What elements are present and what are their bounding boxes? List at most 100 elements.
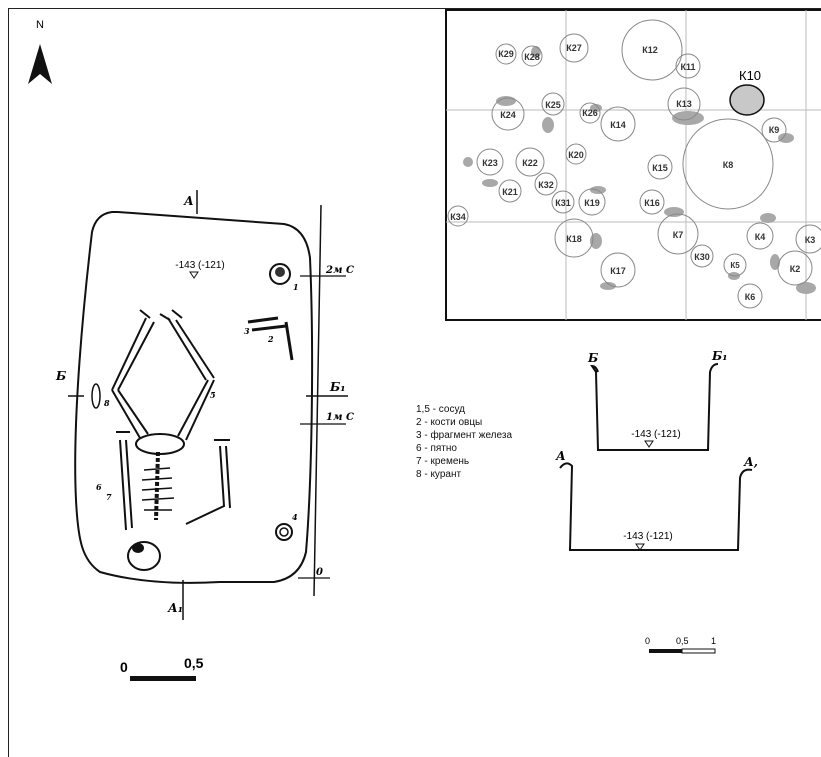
kurgan-label: К6 xyxy=(745,292,756,302)
section-scale-1: 1 xyxy=(711,636,716,646)
skeleton-right-femur xyxy=(177,379,215,441)
skeleton-skull xyxy=(127,541,161,571)
find-sheep-bones xyxy=(247,316,294,361)
find-label-8: 8 xyxy=(104,398,110,408)
find-label-6: 6 xyxy=(96,482,102,492)
section-drawings xyxy=(559,363,753,551)
kurgan-label: К11 xyxy=(680,62,695,72)
legend-item: 3 - фрагмент железа xyxy=(416,430,513,441)
skeleton-pelvis xyxy=(135,433,185,455)
find-label-3: 3 xyxy=(244,326,250,336)
skeleton-left-femur xyxy=(111,389,149,439)
kurgan-label: К14 xyxy=(610,120,626,130)
section-a-profile xyxy=(559,462,753,551)
site-map-inset: К10 К29 К28 К27 К12 К11 К25 К13 К24 К26 … xyxy=(445,9,821,321)
find-label-5: 5 xyxy=(210,390,216,400)
find-label-7: 7 xyxy=(106,492,112,502)
kurgan-label: К17 xyxy=(610,266,626,276)
section-b-depth: -143 (-121) xyxy=(631,429,680,440)
kurgan-label: К4 xyxy=(755,232,766,242)
find-label-1: 1 xyxy=(293,282,299,292)
find-vessel-1 xyxy=(269,263,291,285)
kurgan-label: К3 xyxy=(805,235,816,245)
find-label-2: 2 xyxy=(267,334,274,344)
skeleton-spine xyxy=(154,451,160,521)
kurgan-label: К32 xyxy=(538,180,554,190)
section-b-right-label: Б₁ xyxy=(711,349,728,363)
skeleton-right-tibia xyxy=(167,317,215,381)
plan-scale-bar xyxy=(130,676,196,681)
measuring-line xyxy=(313,204,322,597)
kurgan-label: К15 xyxy=(652,163,668,173)
kurgan-label: К12 xyxy=(642,45,658,55)
kurgan-k10-label: К10 xyxy=(739,68,761,83)
kurgan-label: К16 xyxy=(644,198,660,208)
kurgan-label: К24 xyxy=(500,110,516,120)
kurgan-label: К31 xyxy=(555,198,571,208)
plan-scale-0: 0 xyxy=(120,659,128,675)
section-b-left-label: Б xyxy=(587,351,598,365)
tick-0-label: 0 xyxy=(316,567,323,578)
site-map-kurgans xyxy=(447,19,821,309)
kurgan-label: К27 xyxy=(566,43,582,53)
tick-1m-label: 1м С xyxy=(326,412,354,423)
section-b-label: Б xyxy=(55,369,66,383)
kurgan-label: К19 xyxy=(584,198,600,208)
section-a-right-label: А, xyxy=(743,455,758,469)
page-frame-top xyxy=(8,8,821,9)
find-vessel-1-mouth xyxy=(275,267,285,277)
section-a-depth-marker xyxy=(635,543,645,551)
skeleton xyxy=(111,309,231,571)
section-a-depth: -143 (-121) xyxy=(623,531,672,542)
section-scale-white xyxy=(681,648,716,654)
grave-plan: А А₁ Б Б₁ 2м С 1м С 0 -143 (-121) 1 2 8 … xyxy=(55,190,354,681)
skeleton-orbit xyxy=(132,543,144,553)
section-b1-label: Б₁ xyxy=(329,380,346,394)
page-frame-left xyxy=(8,8,9,757)
skeleton-hands xyxy=(116,431,230,441)
kurgan-label: К25 xyxy=(545,100,561,110)
legend-item: 6 - пятно xyxy=(416,443,457,454)
section-scale-0: 0 xyxy=(645,636,650,646)
find-grinder xyxy=(91,383,101,409)
kurgan-label: К26 xyxy=(582,108,598,118)
site-map-grid xyxy=(446,10,821,320)
plan-depth-label: -143 (-121) xyxy=(175,260,224,271)
kurgan-label: К8 xyxy=(723,160,734,170)
plan-scale-05: 0,5 xyxy=(184,655,204,671)
section-a1-label: А₁ xyxy=(167,601,183,615)
kurgan-label: К21 xyxy=(502,187,518,197)
kurgan-label: К30 xyxy=(694,252,710,262)
legend-item: 2 - кости овцы xyxy=(416,417,483,428)
kurgan-label: К9 xyxy=(769,125,780,135)
section-b-depth-marker xyxy=(644,440,654,448)
kurgan-label: К20 xyxy=(568,150,584,160)
kurgan-label: К22 xyxy=(522,158,538,168)
legend: 1,5 - сосуд 2 - кости овцы 3 - фрагмент … xyxy=(416,403,512,481)
section-scale-black xyxy=(649,649,682,653)
skeleton-ribs xyxy=(141,467,175,511)
kurgan-label: К2 xyxy=(790,264,801,274)
legend-item: 7 - кремень xyxy=(416,456,470,467)
plan-depth-marker xyxy=(189,271,199,279)
skeleton-left-tibia xyxy=(111,317,155,391)
find-label-4: 4 xyxy=(292,512,298,522)
grave-pit-outline xyxy=(74,211,314,584)
kurgan-label: К13 xyxy=(676,99,692,109)
section-b-profile xyxy=(590,363,719,451)
site-map-frame xyxy=(445,9,821,321)
skeleton-right-arm xyxy=(185,445,231,525)
find-round-object xyxy=(275,523,293,541)
site-map-labels: К29 К28 К27 К12 К11 К25 К13 К24 К26 К14 … xyxy=(450,43,815,302)
section-a-label: А xyxy=(183,194,194,208)
kurgan-label: К34 xyxy=(450,212,466,222)
tick-2m-label: 2м С xyxy=(325,265,354,276)
skeleton-left-arm xyxy=(119,439,133,531)
section-scale-05: 0,5 xyxy=(676,636,689,646)
legend-item: 1,5 - сосуд xyxy=(416,404,465,415)
kurgan-label: К23 xyxy=(482,158,498,168)
skeleton-feet xyxy=(139,309,183,321)
kurgan-label: К18 xyxy=(566,234,582,244)
kurgan-k10-highlight xyxy=(729,84,765,116)
